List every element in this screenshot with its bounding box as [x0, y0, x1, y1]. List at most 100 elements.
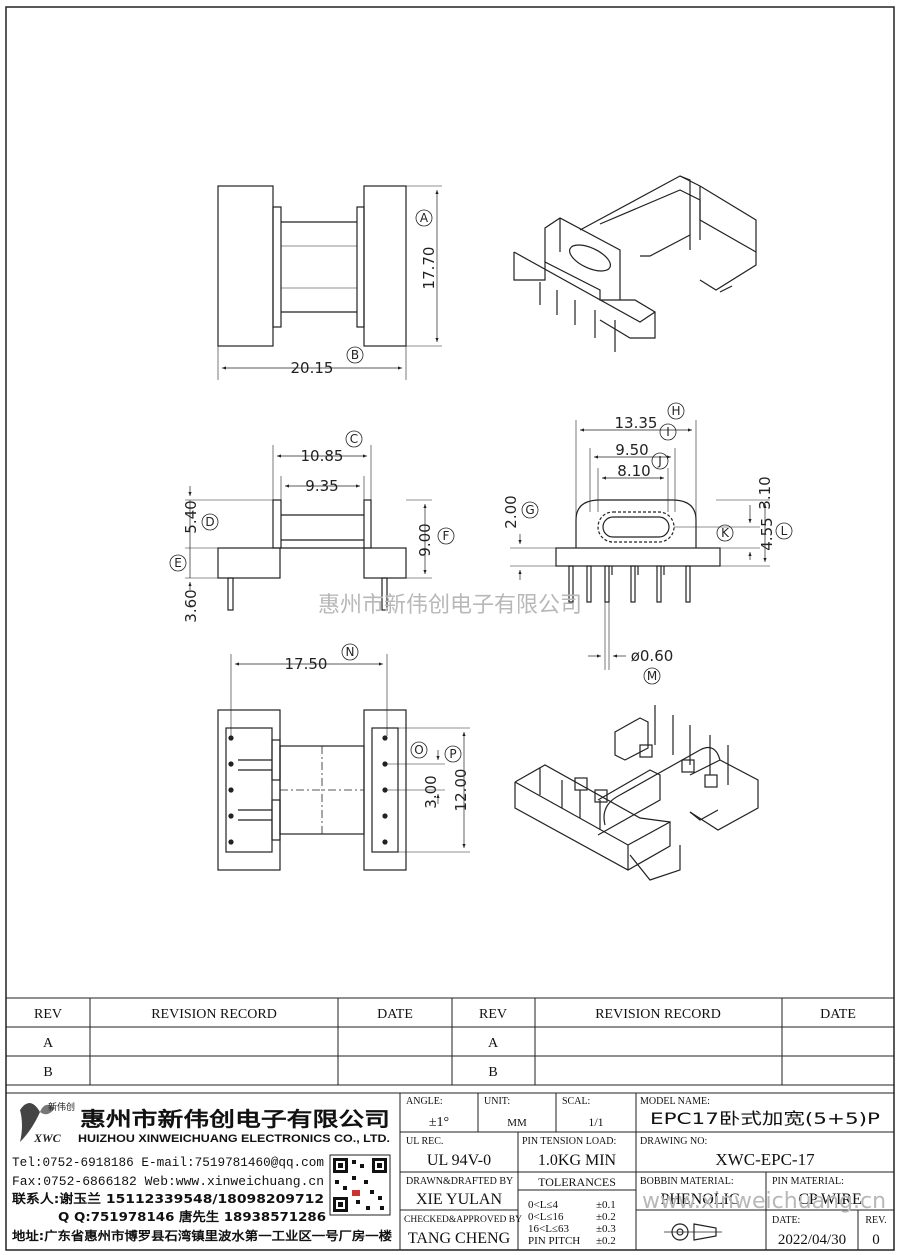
angle-label: ANGLE:	[406, 1096, 443, 1107]
dim-4-55: 4.55	[758, 517, 776, 550]
drawing-no-value: XWC-EPC-17	[715, 1150, 815, 1169]
angle-value: ±1°	[429, 1115, 449, 1130]
dim-12-00: 12.00	[452, 769, 470, 812]
bobbin-material-label: BOBBIN MATERIAL:	[640, 1176, 734, 1187]
dim-2-00: 2.00	[502, 495, 520, 528]
side-view	[510, 402, 793, 685]
bottom-view	[217, 643, 470, 871]
unit-value: MM	[507, 1117, 527, 1129]
callout-g: G	[525, 503, 534, 517]
dim-8-10: 8.10	[617, 462, 650, 480]
revision-record-header-1: REVISION RECORD	[151, 1007, 277, 1022]
callout-p: P	[449, 747, 456, 761]
callout-j: J	[657, 454, 662, 468]
dim-3-10: 3.10	[756, 476, 774, 509]
rev-cell-b-2: B	[488, 1065, 497, 1080]
drawing-no-label: DRAWING NO:	[640, 1136, 707, 1147]
company-name-cn: 惠州市新伟创电子有限公司	[80, 1107, 390, 1131]
date-value: 2022/04/30	[778, 1232, 846, 1248]
callout-m: M	[647, 669, 657, 683]
isometric-view-bottom	[514, 705, 759, 881]
front-view	[169, 430, 455, 611]
drawn-by-label: DRAWN&DRAFTED BY	[406, 1176, 513, 1187]
tolerance-range-3: 16<L≤63	[528, 1223, 569, 1235]
tolerance-value-3: ±0.3	[596, 1223, 616, 1235]
dim-diameter-0-60: ø0.60	[631, 647, 674, 665]
watermark-center: 惠州市新伟创电子有限公司	[318, 593, 582, 618]
callout-f: F	[443, 529, 450, 543]
isometric-view-top	[513, 175, 757, 352]
sheet-border	[5, 6, 895, 1251]
contact-person: 联系人:谢玉兰 15112339548/18098209712	[12, 1191, 324, 1206]
tolerances-label: TOLERANCES	[538, 1175, 616, 1189]
contact-qq: Q Q:751978146 唐先生 18938571286	[58, 1209, 326, 1224]
callout-e: E	[174, 556, 182, 570]
rev-cell-a-1: A	[43, 1036, 54, 1051]
contact-tel: Tel:0752-6918186 E-mail:7519781460@qq.co…	[12, 1155, 324, 1170]
dim-13-35: 13.35	[615, 414, 658, 432]
checked-by-value: TANG CHENG	[408, 1230, 511, 1247]
pin-tension-value: 1.0KG MIN	[538, 1152, 617, 1169]
model-name-value: EPC17卧式加宽(5+5)P	[650, 1109, 880, 1128]
rev-value: 0	[872, 1232, 880, 1248]
pin-tension-label: PIN TENSION LOAD:	[522, 1136, 616, 1147]
callout-a: A	[420, 211, 429, 225]
dim-9-50: 9.50	[615, 441, 648, 459]
company-address: 地址:广东省惠州市博罗县石湾镇里波水第一工业区一号厂房一楼	[12, 1228, 392, 1243]
bobbin-material-value: PHENOLIC	[660, 1191, 739, 1208]
scale-label: SCAL:	[562, 1096, 590, 1107]
contact-fax: Fax:0752-6866182 Web:www.xinweichuang.cn	[12, 1174, 324, 1189]
callout-i: I	[666, 425, 670, 439]
rev-cell-a-2: A	[488, 1036, 499, 1051]
scale-value: 1/1	[588, 1115, 603, 1129]
projection-symbol-icon	[664, 1223, 722, 1241]
pin-material-value: CP WIRE	[798, 1191, 862, 1208]
tolerance-range-1: 0<L≤4	[528, 1199, 558, 1211]
title-block-lines	[399, 1093, 894, 1250]
tolerance-value-2: ±0.2	[596, 1211, 616, 1223]
revision-table-lines	[5, 997, 895, 1094]
callout-h: H	[671, 404, 680, 418]
date-header-2: DATE	[820, 1007, 856, 1022]
dim-17-50: 17.50	[285, 655, 328, 673]
date-label: DATE:	[772, 1215, 800, 1226]
company-logo	[20, 1102, 55, 1142]
tolerance-range-2: 0<L≤16	[528, 1211, 564, 1223]
model-name-label: MODEL NAME:	[640, 1096, 710, 1107]
callout-k: K	[721, 526, 730, 540]
dim-10-85: 10.85	[301, 447, 344, 465]
dim-5-40: 5.40	[182, 500, 200, 533]
tolerance-range-4: PIN PITCH	[528, 1235, 580, 1247]
ul-rec-label: UL REC.	[406, 1136, 443, 1147]
tolerance-value-4: ±0.2	[596, 1235, 616, 1247]
checked-by-label: CHECKED&APPROVED BY	[404, 1215, 522, 1225]
drawn-by-value: XIE YULAN	[416, 1191, 503, 1208]
ul-rec-value: UL 94V-0	[427, 1152, 491, 1169]
dim-3-00: 3.00	[422, 775, 440, 808]
rev-header-1: REV	[34, 1007, 62, 1022]
pin-material-label: PIN MATERIAL:	[772, 1176, 844, 1187]
dim-3-60: 3.60	[182, 589, 200, 622]
qr-code	[329, 1154, 391, 1216]
callout-o: O	[414, 743, 423, 757]
dim-17-70: 17.70	[420, 247, 438, 290]
callout-b: B	[351, 348, 359, 362]
dim-20-15: 20.15	[291, 359, 334, 377]
rev-cell-b-1: B	[43, 1065, 52, 1080]
logo-sub-text: 新伟创	[48, 1101, 75, 1113]
rev-header-2: REV	[479, 1007, 507, 1022]
logo-text: XWC	[33, 1131, 62, 1145]
rev-label: REV.	[865, 1215, 886, 1226]
company-name-en: HUIZHOU XINWEICHUANG ELECTRONICS CO., LT…	[78, 1133, 390, 1145]
revision-record-header-2: REVISION RECORD	[595, 1007, 721, 1022]
date-header-1: DATE	[377, 1007, 413, 1022]
tolerance-value-1: ±0.1	[596, 1199, 616, 1211]
top-view	[217, 185, 442, 380]
dim-9-35: 9.35	[305, 477, 338, 495]
callout-d: D	[205, 515, 214, 529]
callout-n: N	[346, 645, 355, 659]
unit-label: UNIT:	[484, 1096, 510, 1107]
dim-9-00: 9.00	[416, 523, 434, 556]
